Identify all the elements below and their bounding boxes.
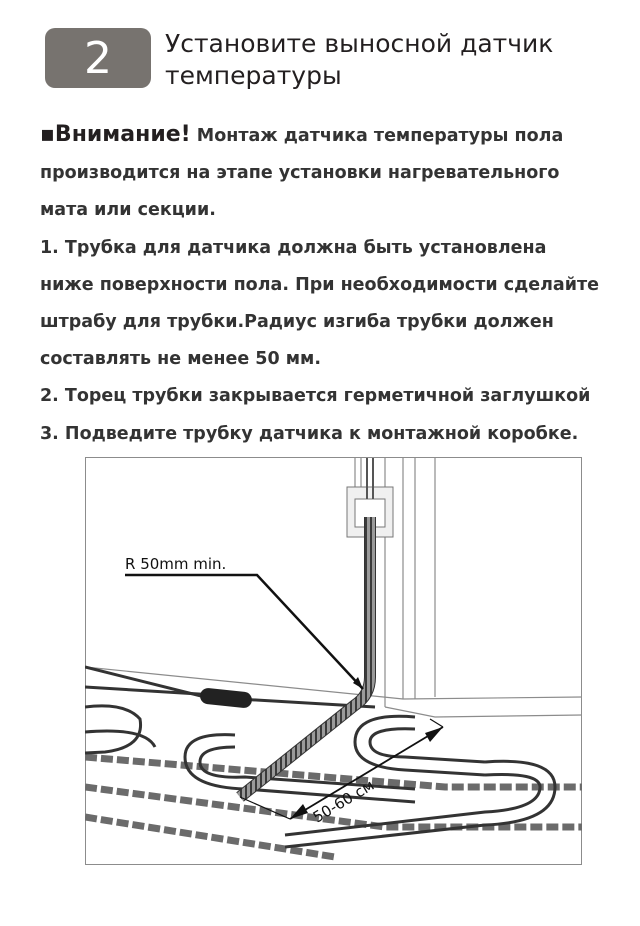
step-number: 2: [84, 32, 112, 84]
step-3-line-1: 3. Подведите трубку датчика к монтажной …: [40, 423, 579, 444]
step-1-line-2: ниже поверхности пола. При необходимости…: [40, 274, 599, 295]
step-1-line-1: 1. Трубка для датчика должна быть устано…: [40, 237, 547, 258]
step-1-line-4: составлять не менее 50 мм.: [40, 349, 321, 370]
installation-illustration: R 50mm min. 50-60 см: [85, 457, 582, 865]
step-2-line-1: 2. Торец трубки закрывается герметичной …: [40, 386, 591, 407]
warning-text-1: Монтаж датчика температуры пола: [196, 126, 564, 146]
step-1-line-3: штрабу для трубки.Радиус изгиба трубки д…: [40, 312, 554, 333]
title-line-1: Установите выносной датчик: [165, 29, 554, 58]
warning-label: ▪Внимание!: [40, 122, 191, 147]
step-number-badge: 2: [45, 28, 151, 88]
section-title: Установите выносной датчик температуры: [165, 28, 553, 92]
instructions-text: ▪Внимание! Монтаж датчика температуры по…: [40, 116, 640, 453]
title-line-2: температуры: [165, 61, 342, 90]
installation-diagram: R 50mm min. 50-60 см: [85, 457, 582, 865]
radius-label: R 50mm min.: [125, 555, 226, 573]
warning-line-1: ▪Внимание! Монтаж датчика температуры по…: [40, 116, 640, 155]
warning-text-2: производится на этапе установки нагреват…: [40, 163, 560, 184]
warning-text-3: мата или секции.: [40, 200, 216, 221]
